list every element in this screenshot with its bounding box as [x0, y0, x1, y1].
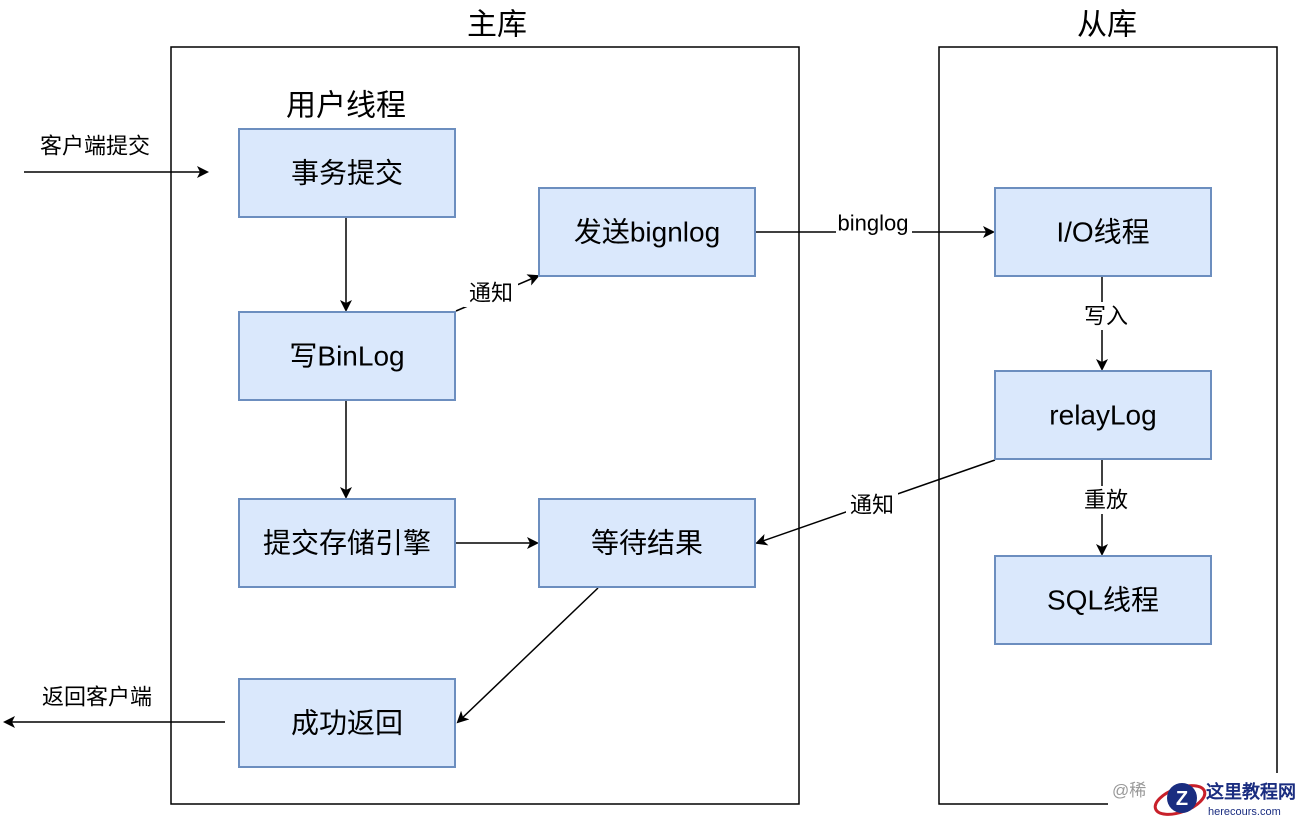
- node-return-success: 成功返回: [238, 678, 456, 768]
- master-title: 主库: [467, 9, 527, 42]
- return-client-label: 返回客户端: [42, 685, 152, 710]
- slave-title: 从库: [1077, 9, 1137, 42]
- watermark: @稀 Z 这里教程网 herecours.com: [1108, 773, 1296, 822]
- node-sql-thread-label: SQL线程: [1047, 585, 1159, 616]
- node-io-thread-label: I/O线程: [1056, 217, 1149, 248]
- replay-label: 重放: [1084, 488, 1128, 513]
- node-commit-engine: 提交存储引擎: [238, 498, 456, 588]
- node-wait-result-label: 等待结果: [591, 528, 703, 559]
- notify-send-label: 通知: [469, 281, 513, 306]
- node-write-binlog-label: 写BinLog: [289, 341, 404, 372]
- node-send-binlog: 发送bignlog: [538, 187, 756, 277]
- notify-wait-label: 通知: [850, 493, 894, 518]
- node-sql-thread: SQL线程: [994, 555, 1212, 645]
- node-write-binlog: 写BinLog: [238, 311, 456, 401]
- node-commit-txn-label: 事务提交: [291, 158, 403, 189]
- watermark-site-url: herecours.com: [1208, 806, 1281, 818]
- node-io-thread: I/O线程: [994, 187, 1212, 277]
- master-frame: [170, 46, 800, 805]
- node-relay-log: relayLog: [994, 370, 1212, 460]
- client-commit-label: 客户端提交: [40, 134, 150, 159]
- user-thread-title: 用户线程: [286, 90, 406, 123]
- binlog-label: binglog: [838, 211, 909, 236]
- write-in-label: 写入: [1084, 304, 1128, 329]
- node-commit-engine-label: 提交存储引擎: [263, 528, 431, 559]
- watermark-prefix: @稀: [1112, 781, 1146, 800]
- site-logo-icon: Z: [1153, 783, 1207, 816]
- wait-to-success-arrow: [456, 587, 599, 724]
- node-return-success-label: 成功返回: [291, 708, 403, 739]
- watermark-site-name: 这里教程网: [1206, 781, 1296, 802]
- node-wait-result: 等待结果: [538, 498, 756, 588]
- logo-letter: Z: [1176, 788, 1188, 810]
- node-commit-txn: 事务提交: [238, 128, 456, 218]
- node-relay-log-label: relayLog: [1049, 400, 1156, 431]
- node-send-binlog-label: 发送bignlog: [574, 217, 720, 248]
